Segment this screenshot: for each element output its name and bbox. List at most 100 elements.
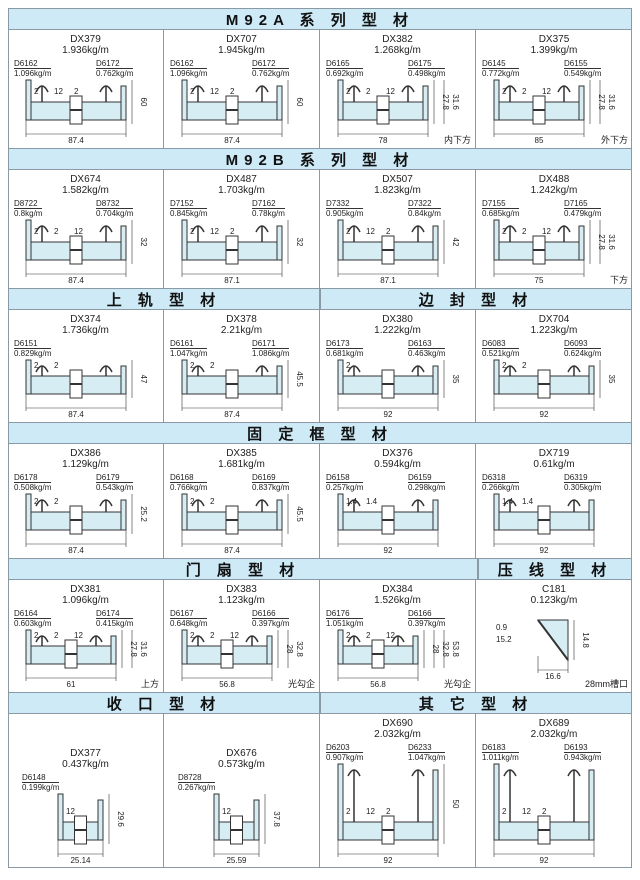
profile-code: DX507 xyxy=(382,174,413,185)
detail-dimension: 1.4 xyxy=(522,497,534,506)
detail-dimension: 2 xyxy=(190,631,195,640)
profile-code: DX488 xyxy=(538,174,570,185)
component-weight: 0.257kg/m xyxy=(326,483,364,492)
detail-dimension: 2 xyxy=(542,807,547,816)
component-weight: 0.829kg/m xyxy=(14,349,52,358)
profile-weight: 0.61kg/m xyxy=(533,459,575,470)
component-weight: 0.704kg/m xyxy=(96,209,134,218)
component-weight: 0.305kg/m xyxy=(564,483,602,492)
component-code: D6148 xyxy=(22,773,60,783)
profile-code: DX380 xyxy=(382,314,413,325)
section-header: M92A 系 列 型 材 xyxy=(8,8,632,30)
component-weight: 0.267kg/m xyxy=(178,783,216,792)
profile-weight: 1.242kg/m xyxy=(530,185,578,196)
component-code: D6172 xyxy=(252,59,290,69)
section-header: M92B 系 列 型 材 xyxy=(8,148,632,170)
width-dimension: 87.4 xyxy=(68,276,84,285)
profile-weight: 0.594kg/m xyxy=(374,459,421,470)
profile-code: DX704 xyxy=(538,314,570,325)
component-code: D6183 xyxy=(482,743,519,753)
detail-dimension: 12 xyxy=(386,631,395,640)
height-dimension: 53.8 xyxy=(451,641,460,657)
component-code: D6203 xyxy=(326,743,364,753)
detail-dimension: 12 xyxy=(222,807,231,816)
detail-dimension: 2 xyxy=(386,807,391,816)
height-dimension: 37.8 xyxy=(272,811,281,827)
component-weight: 0.762kg/m xyxy=(96,69,134,78)
component-code: D6318 xyxy=(482,473,520,483)
width-dimension: 92 xyxy=(540,546,549,555)
component-weight: 1.086kg/m xyxy=(252,349,290,358)
component-weight: 0.907kg/m xyxy=(326,753,364,762)
section-header: 门 扇 型 材 xyxy=(8,558,478,580)
profile-weight: 1.129kg/m xyxy=(62,459,109,470)
profile-code: DX676 xyxy=(226,748,257,759)
profile-weight: 1.123kg/m xyxy=(218,595,265,606)
section-header: 其 它 型 材 xyxy=(320,692,632,714)
width-dimension: 87.4 xyxy=(68,546,84,555)
detail-dimension: 15.2 xyxy=(496,635,512,644)
component-weight: 0.521kg/m xyxy=(482,349,520,358)
section-header: 边 封 型 材 xyxy=(320,288,632,310)
component-code: D6159 xyxy=(408,473,446,483)
width-dimension: 25.59 xyxy=(226,856,247,865)
profile-weight: 0.123kg/m xyxy=(530,595,578,606)
component-weight: 0.549kg/m xyxy=(564,69,602,78)
component-weight: 0.8kg/m xyxy=(14,209,43,218)
detail-dimension: 2 xyxy=(190,227,195,236)
profile-code: DX690 xyxy=(382,718,413,729)
detail-dimension: 12 xyxy=(386,87,395,96)
detail-dimension: 12 xyxy=(542,87,551,96)
height-dimension: 32 xyxy=(295,238,304,247)
profile-code: DX386 xyxy=(70,448,101,459)
detail-dimension: 2 xyxy=(210,361,215,370)
detail-dimension: 2 xyxy=(346,227,351,236)
section-header: 收 口 型 材 xyxy=(8,692,320,714)
profile-code: DX719 xyxy=(538,448,570,459)
width-dimension: 87.4 xyxy=(68,410,84,419)
profile-weight: 1.096kg/m xyxy=(62,595,109,606)
component-code: D6165 xyxy=(326,59,364,69)
detail-dimension: 2 xyxy=(366,87,371,96)
profile-code: DX376 xyxy=(382,448,413,459)
detail-dimension: 1.4 xyxy=(366,497,378,506)
profile-weight: 1.526kg/m xyxy=(374,595,421,606)
detail-dimension: 2 xyxy=(230,227,235,236)
height-dimension: 32 xyxy=(139,238,148,247)
detail-dimension: 2 xyxy=(346,631,351,640)
detail-dimension: 12 xyxy=(66,807,75,816)
detail-dimension: 2 xyxy=(346,87,351,96)
profile-weight: 1.681kg/m xyxy=(218,459,265,470)
component-code: D6173 xyxy=(326,339,364,349)
profile-code: DX689 xyxy=(538,718,570,729)
height-dimension: 45.5 xyxy=(295,371,304,387)
detail-dimension: 2 xyxy=(210,497,215,506)
detail-dimension: 2 xyxy=(366,631,371,640)
height-dimension: 27.8 xyxy=(597,234,606,250)
